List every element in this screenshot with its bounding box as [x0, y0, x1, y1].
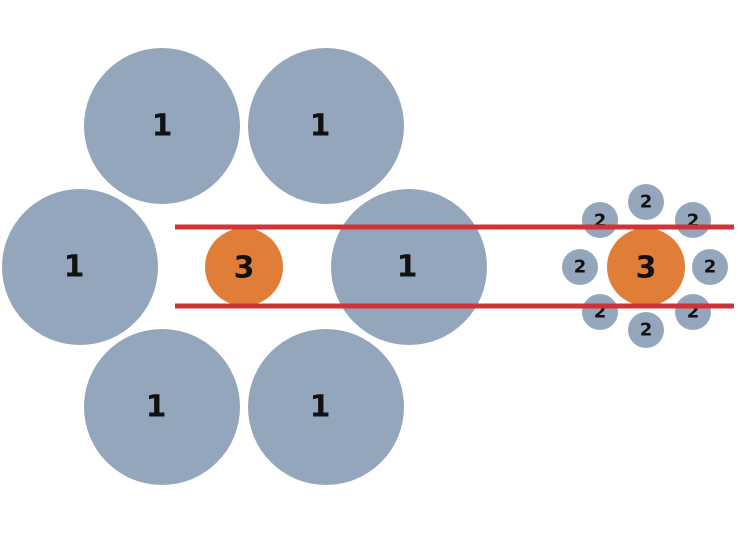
large-circle-shape — [84, 48, 240, 204]
large-circle-label: 1 — [146, 390, 167, 425]
highlight-circle-label: 3 — [636, 251, 657, 286]
small-circle-shape — [628, 312, 664, 348]
small-circle-right: 2 — [692, 249, 728, 285]
highlight-circle-shape — [205, 228, 283, 306]
left-highlight-circle: 3 — [205, 228, 283, 306]
small-circle-shape — [675, 294, 711, 330]
small-circle-bottom-left: 2 — [582, 294, 618, 330]
large-circle-label: 1 — [64, 250, 85, 285]
large-circle-center: 1 — [331, 189, 487, 345]
large-circle-label: 1 — [310, 390, 331, 425]
small-circle-shape — [582, 294, 618, 330]
large-circle-shape — [84, 329, 240, 485]
small-circle-shape — [628, 184, 664, 220]
small-circle-shape — [562, 249, 598, 285]
small-circle-bottom: 2 — [628, 312, 664, 348]
large-circle-bottom-right: 1 — [248, 329, 404, 485]
large-circle-label: 1 — [310, 109, 331, 144]
large-circle-shape — [248, 48, 404, 204]
large-circle-top-left: 1 — [84, 48, 240, 204]
large-circle-left: 1 — [2, 189, 158, 345]
small-circle-bottom-right: 2 — [675, 294, 711, 330]
large-circle-label: 1 — [397, 250, 418, 285]
large-circle-shape — [2, 189, 158, 345]
small-circle-top: 2 — [628, 184, 664, 220]
highlight-circle-shape — [607, 228, 685, 306]
small-circle-label: 2 — [640, 192, 653, 213]
small-circle-label: 2 — [640, 320, 653, 341]
highlight-circle-label: 3 — [234, 251, 255, 286]
large-circle-shape — [248, 329, 404, 485]
right-highlight-circle: 3 — [607, 228, 685, 306]
small-circle-top-left: 2 — [582, 202, 618, 238]
large-circle-bottom-left: 1 — [84, 329, 240, 485]
large-circle-top-right: 1 — [248, 48, 404, 204]
small-circle-top-right: 2 — [675, 202, 711, 238]
small-circle-label: 2 — [574, 257, 587, 278]
small-circle-label: 2 — [704, 257, 717, 278]
small-circle-left: 2 — [562, 249, 598, 285]
large-circle-label: 1 — [152, 109, 173, 144]
small-circle-shape — [692, 249, 728, 285]
